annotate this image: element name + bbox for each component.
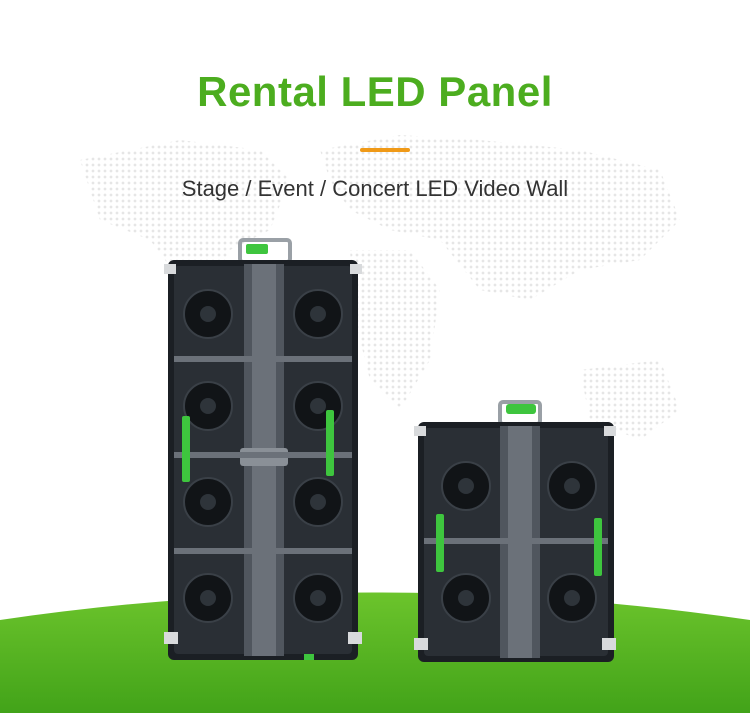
led-panel-tall	[160, 236, 366, 668]
title-divider	[360, 148, 410, 152]
page-title: Rental LED Panel	[197, 68, 553, 115]
led-panel-square	[412, 398, 618, 668]
page-subtitle: Stage / Event / Concert LED Video Wall	[181, 176, 569, 201]
green-ground	[0, 592, 750, 713]
